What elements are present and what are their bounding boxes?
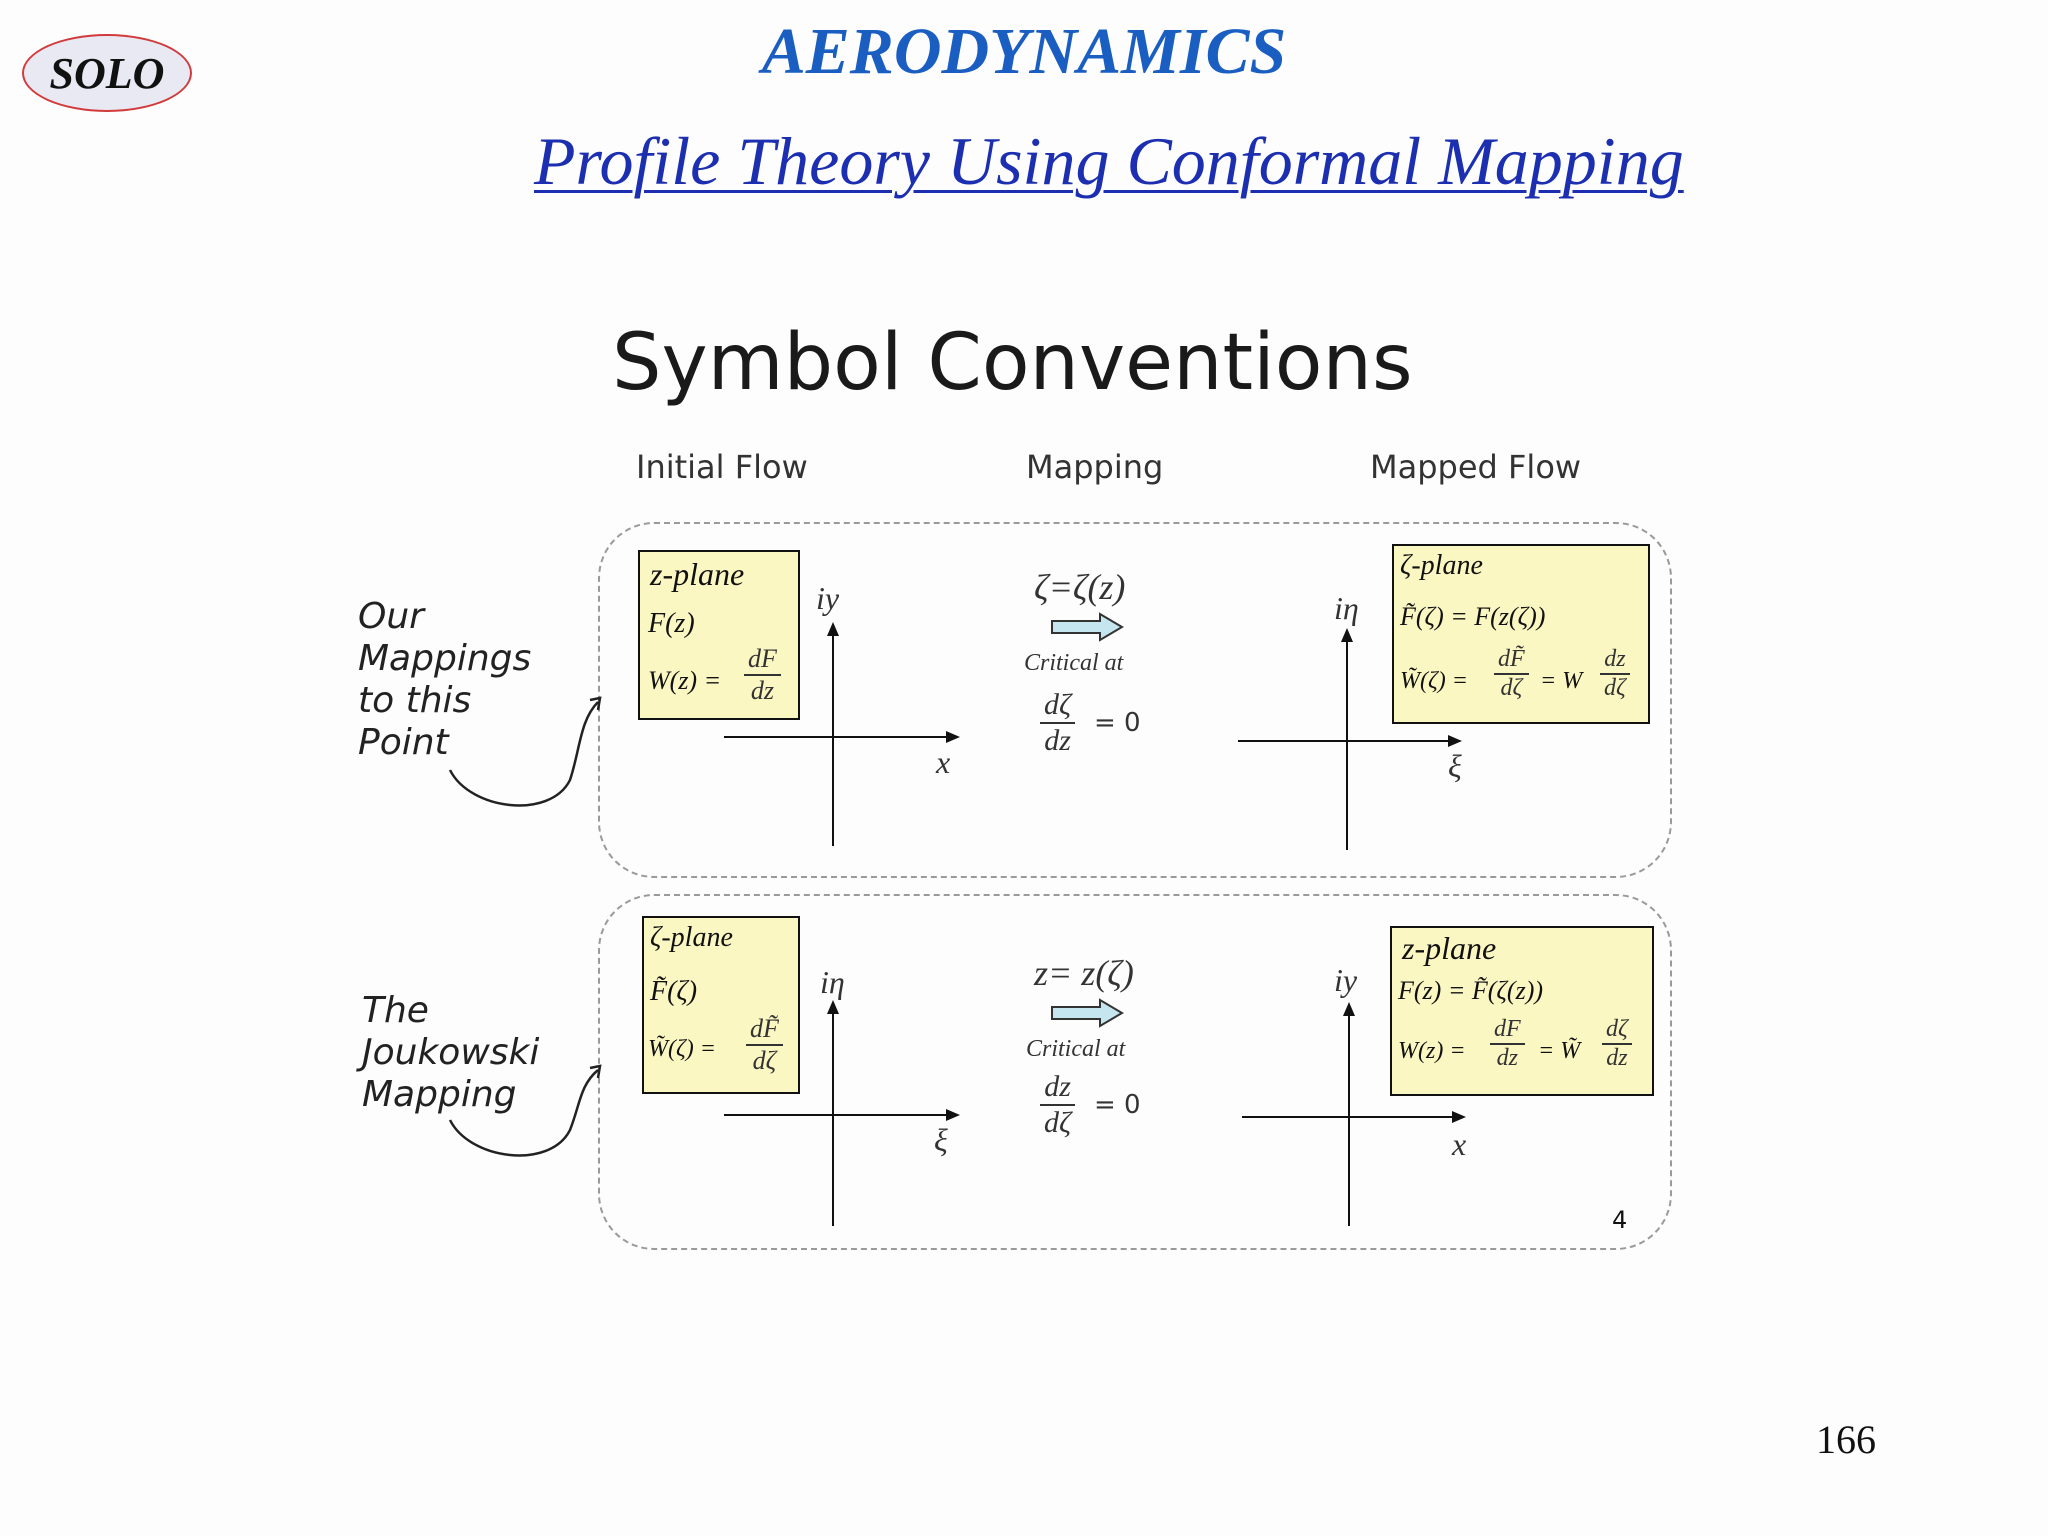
fraction-numerator: dF̃ xyxy=(746,1014,783,1046)
critical-fraction: dζ dz xyxy=(1040,688,1076,758)
velocity-fraction: dF dz xyxy=(1490,1016,1525,1072)
arrow-up-icon xyxy=(1341,628,1353,642)
horizontal-axis-label: x xyxy=(936,744,951,780)
column-header-initial-flow: Initial Flow xyxy=(636,448,808,486)
horizontal-axis xyxy=(1242,1116,1454,1118)
vertical-axis-label: iy xyxy=(816,580,840,616)
figure-number: 4 xyxy=(1612,1206,1628,1234)
slide-title: AERODYNAMICS xyxy=(761,15,1287,88)
arrow-right-icon xyxy=(946,731,960,743)
arrow-right-icon xyxy=(1452,1111,1466,1123)
velocity-middle: = W xyxy=(1540,668,1583,694)
velocity-lhs: W̃(ζ) = xyxy=(648,1036,716,1062)
row-2-label-line: Joukowski xyxy=(362,1032,540,1073)
row-2-label: The Joukowski Mapping xyxy=(362,990,539,1116)
vertical-axis-label: iy xyxy=(1334,962,1358,998)
mapped-flow-box-row-1: ζ-plane F̃(ζ) = F(z(ζ)) W̃(ζ) = dF̃ dζ =… xyxy=(1392,544,1650,724)
potential-function: F̃(ζ) = F(z(ζ)) xyxy=(1400,602,1546,631)
plane-label: z-plane xyxy=(650,556,745,592)
mapping-equation: z= z(ζ) xyxy=(1034,953,1134,993)
row-1-label: Our Mappings to this Point xyxy=(358,596,531,764)
fraction-numerator: dF̃ xyxy=(1494,646,1529,675)
fraction-numerator: dF xyxy=(744,644,781,676)
fraction-numerator: dζ xyxy=(1602,1016,1632,1045)
curved-arrow-icon xyxy=(448,1064,602,1157)
slide-subtitle: Profile Theory Using Conformal Mapping xyxy=(534,123,1684,199)
curved-arrow-icon xyxy=(448,696,602,807)
column-header-mapping: Mapping xyxy=(1026,448,1164,486)
velocity-lhs: W(z) = xyxy=(1398,1038,1466,1064)
velocity-lhs: W(z) = xyxy=(648,666,722,695)
horizontal-axis-label: x xyxy=(1452,1126,1467,1162)
mapping-arrow-icon xyxy=(1051,998,1124,1028)
vertical-axis xyxy=(1346,640,1348,850)
velocity-lhs: W̃(ζ) = xyxy=(1400,668,1468,694)
row-1-label-line: Point xyxy=(358,722,449,763)
plane-label: ζ-plane xyxy=(1400,550,1483,581)
row-1-label-line: to this xyxy=(358,680,472,721)
row-2-label-line: Mapping xyxy=(362,1074,517,1115)
mapping-arrow-icon xyxy=(1051,612,1124,642)
horizontal-axis xyxy=(1238,740,1450,742)
arrow-up-icon xyxy=(1343,1002,1355,1016)
vertical-axis xyxy=(832,1012,834,1226)
page-number: 166 xyxy=(1816,1417,1876,1462)
critical-equals-zero: = 0 xyxy=(1094,1090,1141,1120)
horizontal-axis xyxy=(724,1114,948,1116)
velocity-fraction-2: dζ dz xyxy=(1602,1016,1632,1072)
critical-equals-zero: = 0 xyxy=(1094,708,1141,738)
fraction-denominator: dz xyxy=(1496,1045,1518,1071)
figure-title: Symbol Conventions xyxy=(612,318,1413,408)
velocity-fraction: dF̃ dζ xyxy=(1494,646,1529,702)
arrow-up-icon xyxy=(827,622,839,636)
horizontal-axis-label: ξ xyxy=(934,1122,948,1158)
column-header-mapped-flow: Mapped Flow xyxy=(1370,448,1582,486)
row-2-label-line: The xyxy=(362,990,429,1031)
fraction-numerator: dz xyxy=(1040,1070,1076,1106)
critical-label: Critical at xyxy=(1026,1036,1126,1062)
potential-function: F(z) = F̃(ζ(z)) xyxy=(1398,976,1544,1005)
fraction-denominator: dz xyxy=(750,676,774,705)
plane-label: ζ-plane xyxy=(650,922,733,953)
vertical-axis-label: iη xyxy=(820,964,845,1000)
velocity-fraction: dF̃ dζ xyxy=(746,1014,783,1076)
fraction-denominator: dζ xyxy=(1604,675,1626,701)
solo-logo: SOLO xyxy=(22,34,192,112)
critical-label: Critical at xyxy=(1024,650,1124,676)
initial-flow-box-row-1: z-plane F(z) W(z) = dF dz xyxy=(638,550,800,720)
velocity-fraction: dF dz xyxy=(744,644,781,706)
fraction-denominator: dζ xyxy=(752,1046,777,1075)
mapping-equation: ζ=ζ(z) xyxy=(1034,567,1126,607)
plane-label: z-plane xyxy=(1402,930,1497,966)
arrow-right-icon xyxy=(946,1109,960,1121)
fraction-numerator: dF xyxy=(1490,1016,1525,1045)
velocity-fraction-2: dz dζ xyxy=(1600,646,1630,702)
arrow-right-icon xyxy=(1448,735,1462,747)
initial-flow-box-row-2: ζ-plane F̃(ζ) W̃(ζ) = dF̃ dζ xyxy=(642,916,800,1094)
row-1-label-line: Mappings xyxy=(358,638,532,679)
fraction-denominator: dz xyxy=(1044,724,1071,757)
horizontal-axis-label: ξ xyxy=(1448,748,1462,784)
row-1-label-line: Our xyxy=(358,596,424,637)
critical-fraction: dz dζ xyxy=(1040,1070,1076,1140)
fraction-denominator: dζ xyxy=(1044,1106,1072,1139)
potential-function: F̃(ζ) xyxy=(650,976,698,1007)
fraction-numerator: dζ xyxy=(1040,688,1076,724)
arrow-up-icon xyxy=(827,1000,839,1014)
fraction-denominator: dζ xyxy=(1500,675,1523,701)
vertical-axis xyxy=(1348,1014,1350,1226)
velocity-middle: = W̃ xyxy=(1538,1038,1581,1064)
mapped-flow-box-row-2: z-plane F(z) = F̃(ζ(z)) W(z) = dF dz = W… xyxy=(1390,926,1654,1096)
vertical-axis-label: iη xyxy=(1334,590,1359,626)
fraction-numerator: dz xyxy=(1600,646,1630,675)
vertical-axis xyxy=(832,634,834,846)
horizontal-axis xyxy=(724,736,948,738)
potential-function: F(z) xyxy=(648,608,695,639)
fraction-denominator: dz xyxy=(1606,1045,1628,1071)
